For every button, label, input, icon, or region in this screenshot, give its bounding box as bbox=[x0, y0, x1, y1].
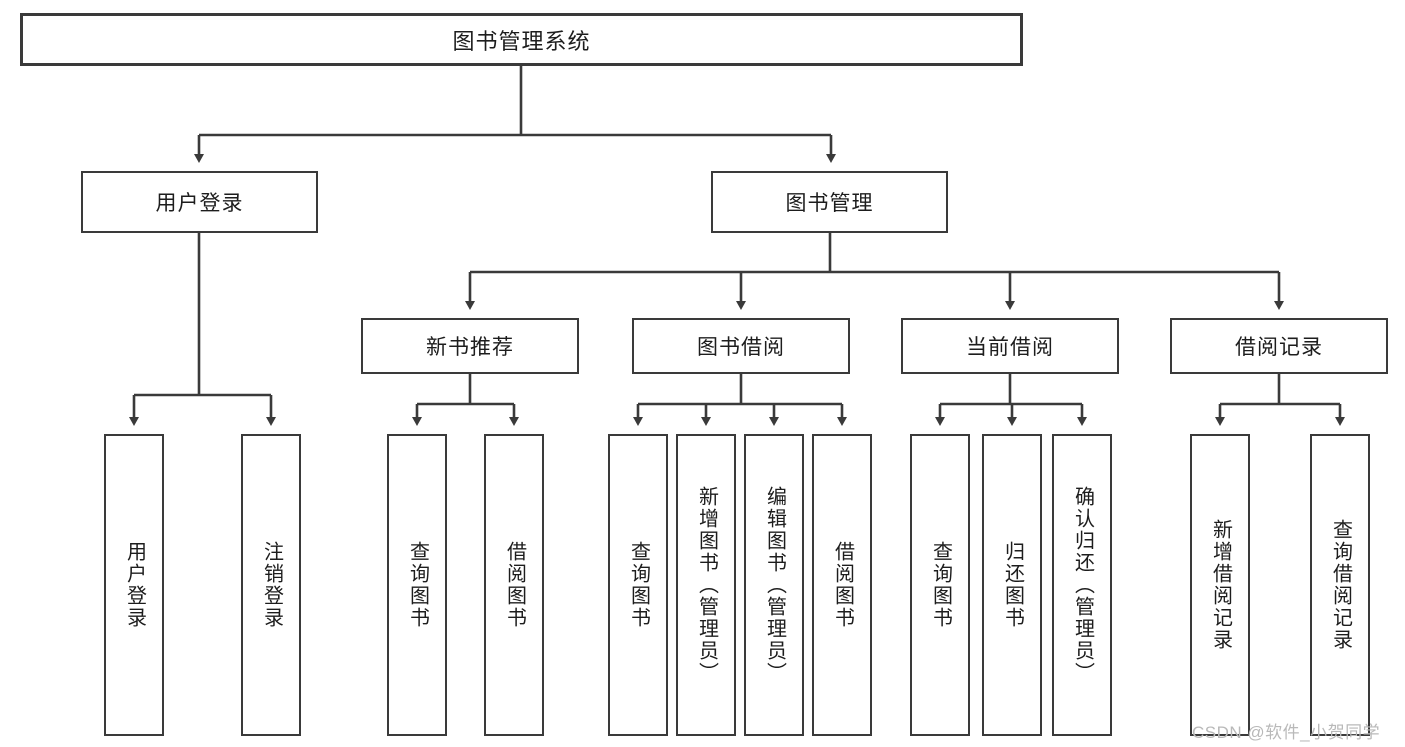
node-leaf-query-book-2-label: 查询图书 bbox=[627, 541, 650, 629]
node-current-borrow[interactable]: 当前借阅 bbox=[901, 318, 1119, 374]
node-new-book-recommend[interactable]: 新书推荐 bbox=[361, 318, 579, 374]
node-root-label: 图书管理系统 bbox=[452, 28, 591, 54]
node-leaf-query-book-1[interactable]: 查询图书 bbox=[387, 434, 447, 736]
node-leaf-query-book-1-label: 查询图书 bbox=[406, 541, 429, 629]
node-leaf-add-record-label: 新增借阅记录 bbox=[1209, 519, 1232, 651]
node-leaf-user-logout[interactable]: 注销登录 bbox=[241, 434, 301, 736]
node-new-book-recommend-label: 新书推荐 bbox=[426, 336, 514, 359]
node-leaf-user-login-label: 用户登录 bbox=[123, 541, 146, 629]
node-leaf-query-book-3-label: 查询图书 bbox=[929, 541, 952, 629]
node-leaf-add-book-label: 新增图书（管理员） bbox=[695, 486, 718, 684]
node-leaf-borrow-book-2-label: 借阅图书 bbox=[831, 541, 854, 629]
node-leaf-add-record[interactable]: 新增借阅记录 bbox=[1190, 434, 1250, 736]
node-leaf-query-record-label: 查询借阅记录 bbox=[1329, 519, 1352, 651]
node-current-borrow-label: 当前借阅 bbox=[966, 336, 1054, 359]
node-leaf-query-book-2[interactable]: 查询图书 bbox=[608, 434, 668, 736]
node-book-manage[interactable]: 图书管理 bbox=[711, 171, 948, 233]
node-leaf-return-book-label: 归还图书 bbox=[1001, 541, 1024, 629]
node-borrow-record[interactable]: 借阅记录 bbox=[1170, 318, 1388, 374]
node-leaf-query-book-3[interactable]: 查询图书 bbox=[910, 434, 970, 736]
node-leaf-edit-book-label: 编辑图书（管理员） bbox=[763, 486, 786, 684]
csdn-watermark: CSDN @软件_小贺同学 bbox=[1192, 723, 1381, 742]
node-leaf-confirm-return[interactable]: 确认归还（管理员） bbox=[1052, 434, 1112, 736]
node-book-manage-label: 图书管理 bbox=[785, 192, 874, 215]
node-leaf-user-logout-label: 注销登录 bbox=[260, 541, 283, 629]
node-user-login[interactable]: 用户登录 bbox=[81, 171, 318, 233]
node-book-borrow[interactable]: 图书借阅 bbox=[632, 318, 850, 374]
node-book-borrow-label: 图书借阅 bbox=[697, 336, 785, 359]
node-leaf-edit-book[interactable]: 编辑图书（管理员） bbox=[744, 434, 804, 736]
node-leaf-confirm-return-label: 确认归还（管理员） bbox=[1071, 486, 1094, 684]
node-leaf-user-login[interactable]: 用户登录 bbox=[104, 434, 164, 736]
node-leaf-add-book[interactable]: 新增图书（管理员） bbox=[676, 434, 736, 736]
node-leaf-return-book[interactable]: 归还图书 bbox=[982, 434, 1042, 736]
node-user-login-label: 用户登录 bbox=[155, 192, 244, 215]
node-borrow-record-label: 借阅记录 bbox=[1235, 336, 1323, 359]
node-leaf-borrow-book-1[interactable]: 借阅图书 bbox=[484, 434, 544, 736]
node-leaf-borrow-book-1-label: 借阅图书 bbox=[503, 541, 526, 629]
node-leaf-query-record[interactable]: 查询借阅记录 bbox=[1310, 434, 1370, 736]
node-leaf-borrow-book-2[interactable]: 借阅图书 bbox=[812, 434, 872, 736]
node-root[interactable]: 图书管理系统 bbox=[20, 13, 1023, 66]
